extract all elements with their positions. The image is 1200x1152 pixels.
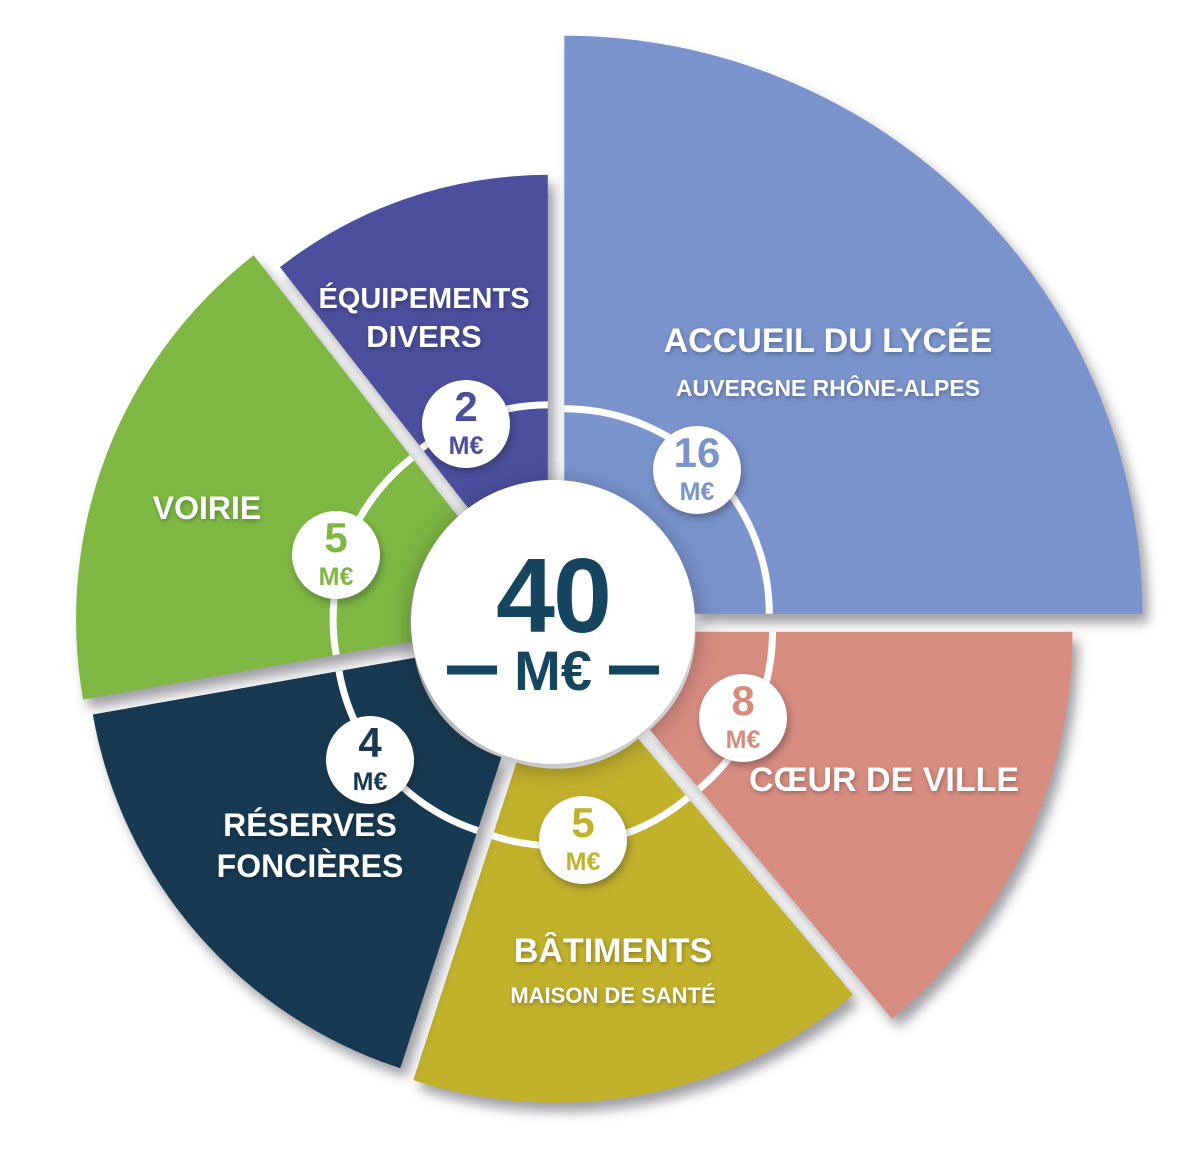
wedge-batiments <box>413 738 853 1103</box>
badge-value-equipements-divers: 2 <box>454 383 477 430</box>
label-accueil-du-lycee-sub: AUVERGNE RHÔNE-ALPES <box>676 374 980 401</box>
label-equipements-divers-sub: DIVERS <box>366 319 481 354</box>
badge-unit-voirie: M€ <box>319 563 354 591</box>
label-coeur-de-ville: CŒUR DE VILLE <box>749 761 1019 799</box>
value-badges: 16M€8M€5M€4M€5M€2M€ <box>292 380 787 884</box>
badge-value-batiments: 5 <box>571 799 594 846</box>
center-hole-circle <box>411 480 695 764</box>
badge-circle-equipements-divers <box>422 380 510 468</box>
badge-unit-coeur-de-ville: M€ <box>726 726 761 754</box>
badge-value-accueil-du-lycee: 16 <box>674 429 721 476</box>
badge-unit-equipements-divers: M€ <box>449 432 484 460</box>
label-reserves-foncieres: RÉSERVES <box>223 807 397 843</box>
total-value: 40 <box>496 537 610 655</box>
center-total: 40 M€ <box>411 480 695 764</box>
badge-value-coeur-de-ville: 8 <box>731 677 754 724</box>
label-batiments: BÂTIMENTS <box>514 932 712 970</box>
badge-unit-reserves-foncieres: M€ <box>353 768 388 796</box>
label-reserves-foncieres-sub: FONCIÈRES <box>217 848 404 884</box>
segment-labels: ACCUEIL DU LYCÉE AUVERGNE RHÔNE-ALPES CŒUR… <box>153 281 1019 1008</box>
badge-circle-accueil-du-lycee <box>653 426 741 514</box>
badge-value-voirie: 5 <box>324 514 347 561</box>
badge-circle-voirie <box>292 511 380 599</box>
label-accueil-du-lycee: ACCUEIL DU LYCÉE <box>664 322 993 360</box>
badge-unit-batiments: M€ <box>566 848 601 876</box>
badge-circle-batiments <box>539 796 627 884</box>
label-equipements-divers: ÉQUIPEMENTS <box>318 281 529 315</box>
badge-unit-accueil-du-lycee: M€ <box>680 478 715 506</box>
label-batiments-sub: MAISON DE SANTÉ <box>510 983 715 1008</box>
label-voirie: VOIRIE <box>153 490 261 526</box>
total-unit: M€ <box>514 639 592 702</box>
badge-value-reserves-foncieres: 4 <box>358 719 382 766</box>
badge-circle-coeur-de-ville <box>699 674 787 762</box>
badge-circle-reserves-foncieres <box>326 716 414 804</box>
